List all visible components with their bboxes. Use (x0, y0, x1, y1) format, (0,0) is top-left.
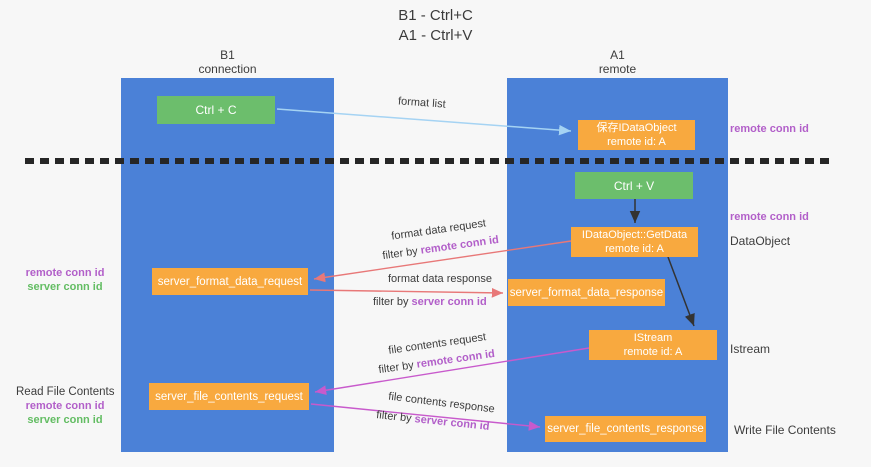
right-label-istream: Istream (730, 342, 771, 356)
box-getdata-subtitle: remote id: A (605, 243, 664, 255)
right-label-write-file-contents: Write File Contents (734, 423, 836, 437)
right-remote-conn-id-top: remote conn id (730, 123, 809, 135)
left-remote-conn-id-bottom: remote conn id (25, 400, 105, 412)
title-line-2: A1 - Ctrl+V (398, 27, 473, 44)
box-istream-title: IStream (633, 332, 673, 344)
lifeline-right-subtitle: remote (598, 62, 637, 76)
box-save-idataobject: 保存IDataObject remote id: A (578, 120, 695, 150)
box-istream-subtitle: remote id: A (623, 346, 683, 358)
box-getdata-title: IDataObject::GetData (581, 229, 688, 241)
lifeline-left-subtitle: connection (198, 62, 257, 76)
box-save-idataobject-title: 保存IDataObject (596, 122, 677, 134)
filter-by-text: filter by (377, 358, 418, 377)
lifeline-header-right: A1 remote (507, 48, 728, 76)
format-list-label: format list (397, 95, 447, 111)
filter-by-text: filter by (375, 409, 416, 426)
box-server-format-data-response: server_format_data_response (508, 279, 665, 306)
left-label-read-file-contents: Read File Contents (16, 386, 115, 398)
box-ctrl-v-label: Ctrl + V (613, 178, 655, 193)
box-server-format-data-request: server_format_data_request (152, 268, 308, 295)
box-server-file-contents-response: server_file_contents_response (545, 416, 706, 442)
lifeline-right-name: A1 (610, 48, 625, 62)
left-server-conn-id-bottom: server conn id (27, 414, 103, 426)
box-save-idataobject-subtitle: remote id: A (607, 136, 666, 148)
left-conn-id-block-bottom: remote conn id server conn id (16, 399, 114, 427)
lifeline-header-left: B1 connection (121, 48, 334, 76)
box-server-file-contents-response-label: server_file_contents_response (547, 423, 704, 435)
left-server-conn-id-top: server conn id (27, 281, 103, 293)
box-server-format-data-request-label: server_format_data_request (157, 275, 303, 288)
box-ctrl-c: Ctrl + C (157, 96, 275, 124)
filter-by-text: filter by (381, 244, 422, 263)
diagram-title: B1 - Ctrl+C A1 - Ctrl+V (0, 6, 871, 46)
box-server-file-contents-request: server_file_contents_request (149, 383, 309, 410)
box-server-format-data-response-label: server_format_data_response (509, 286, 664, 299)
filter-key-remote-conn-id: remote conn id (419, 233, 500, 257)
box-istream: IStream remote id: A (589, 330, 717, 360)
format-data-response-label: format data response (388, 273, 492, 285)
box-ctrl-c-label: Ctrl + C (195, 103, 237, 117)
filter-by-text: filter by (373, 296, 412, 308)
left-conn-id-block-top: remote conn id server conn id (16, 266, 114, 294)
lifeline-left-name: B1 (220, 48, 235, 62)
box-server-file-contents-request-label: server_file_contents_request (155, 390, 303, 403)
box-idataobject-getdata: IDataObject::GetData remote id: A (571, 227, 698, 257)
filter-key-server-conn-id: server conn id (411, 296, 487, 308)
right-remote-conn-id-mid: remote conn id (730, 211, 809, 223)
title-line-1: B1 - Ctrl+C (398, 7, 473, 24)
right-label-dataobject: DataObject (730, 234, 791, 248)
phase-separator-dashed-line (25, 158, 833, 164)
left-remote-conn-id-top: remote conn id (25, 267, 105, 279)
format-data-response-arrow (309, 287, 504, 298)
box-ctrl-v: Ctrl + V (575, 172, 693, 199)
format-data-response-filter-label: filter by server conn id (373, 296, 487, 308)
filter-key-server-conn-id: server conn id (413, 413, 491, 433)
